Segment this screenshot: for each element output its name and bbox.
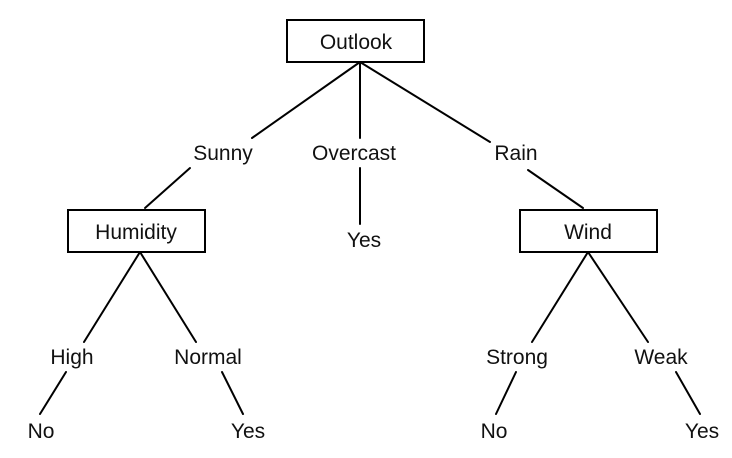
branch-label-rain: Rain [494, 142, 537, 165]
leaf-normal-yes: Yes [231, 420, 265, 443]
edge-normal-yes [221, 371, 244, 415]
branch-label-weak: Weak [634, 346, 688, 369]
branch-label-high: High [50, 346, 93, 369]
edge-wind-strong [531, 251, 589, 343]
edge-humidity-high [83, 251, 141, 343]
edge-rain-wind [527, 169, 584, 209]
edge-high-no [39, 371, 67, 415]
edge-weak-yes [675, 371, 701, 415]
branch-label-overcast: Overcast [312, 142, 396, 165]
node-wind-label: Wind [564, 221, 612, 244]
branch-label-normal: Normal [174, 346, 242, 369]
node-outlook-label: Outlook [320, 31, 393, 54]
leaf-weak-yes: Yes [685, 420, 719, 443]
edge-strong-no [495, 371, 517, 415]
node-wind: Wind [519, 209, 658, 253]
edge-outlook-sunny [251, 61, 361, 139]
node-outlook: Outlook [286, 19, 425, 63]
leaf-overcast-yes: Yes [347, 229, 381, 252]
edge-humidity-normal [139, 251, 197, 343]
edge-wind-weak [587, 251, 649, 343]
node-wind-box [519, 209, 658, 253]
leaf-strong-no: No [481, 420, 508, 443]
branch-label-sunny: Sunny [193, 142, 253, 165]
leaf-high-no: No [28, 420, 55, 443]
node-humidity: Humidity [67, 209, 206, 253]
branch-label-strong: Strong [486, 346, 548, 369]
node-humidity-label: Humidity [95, 221, 177, 244]
edge-outlook-rain [359, 61, 491, 143]
tree-edges [39, 61, 701, 415]
node-outlook-box [286, 19, 425, 63]
edge-sunny-humidity [144, 167, 191, 209]
node-humidity-box [67, 209, 206, 253]
